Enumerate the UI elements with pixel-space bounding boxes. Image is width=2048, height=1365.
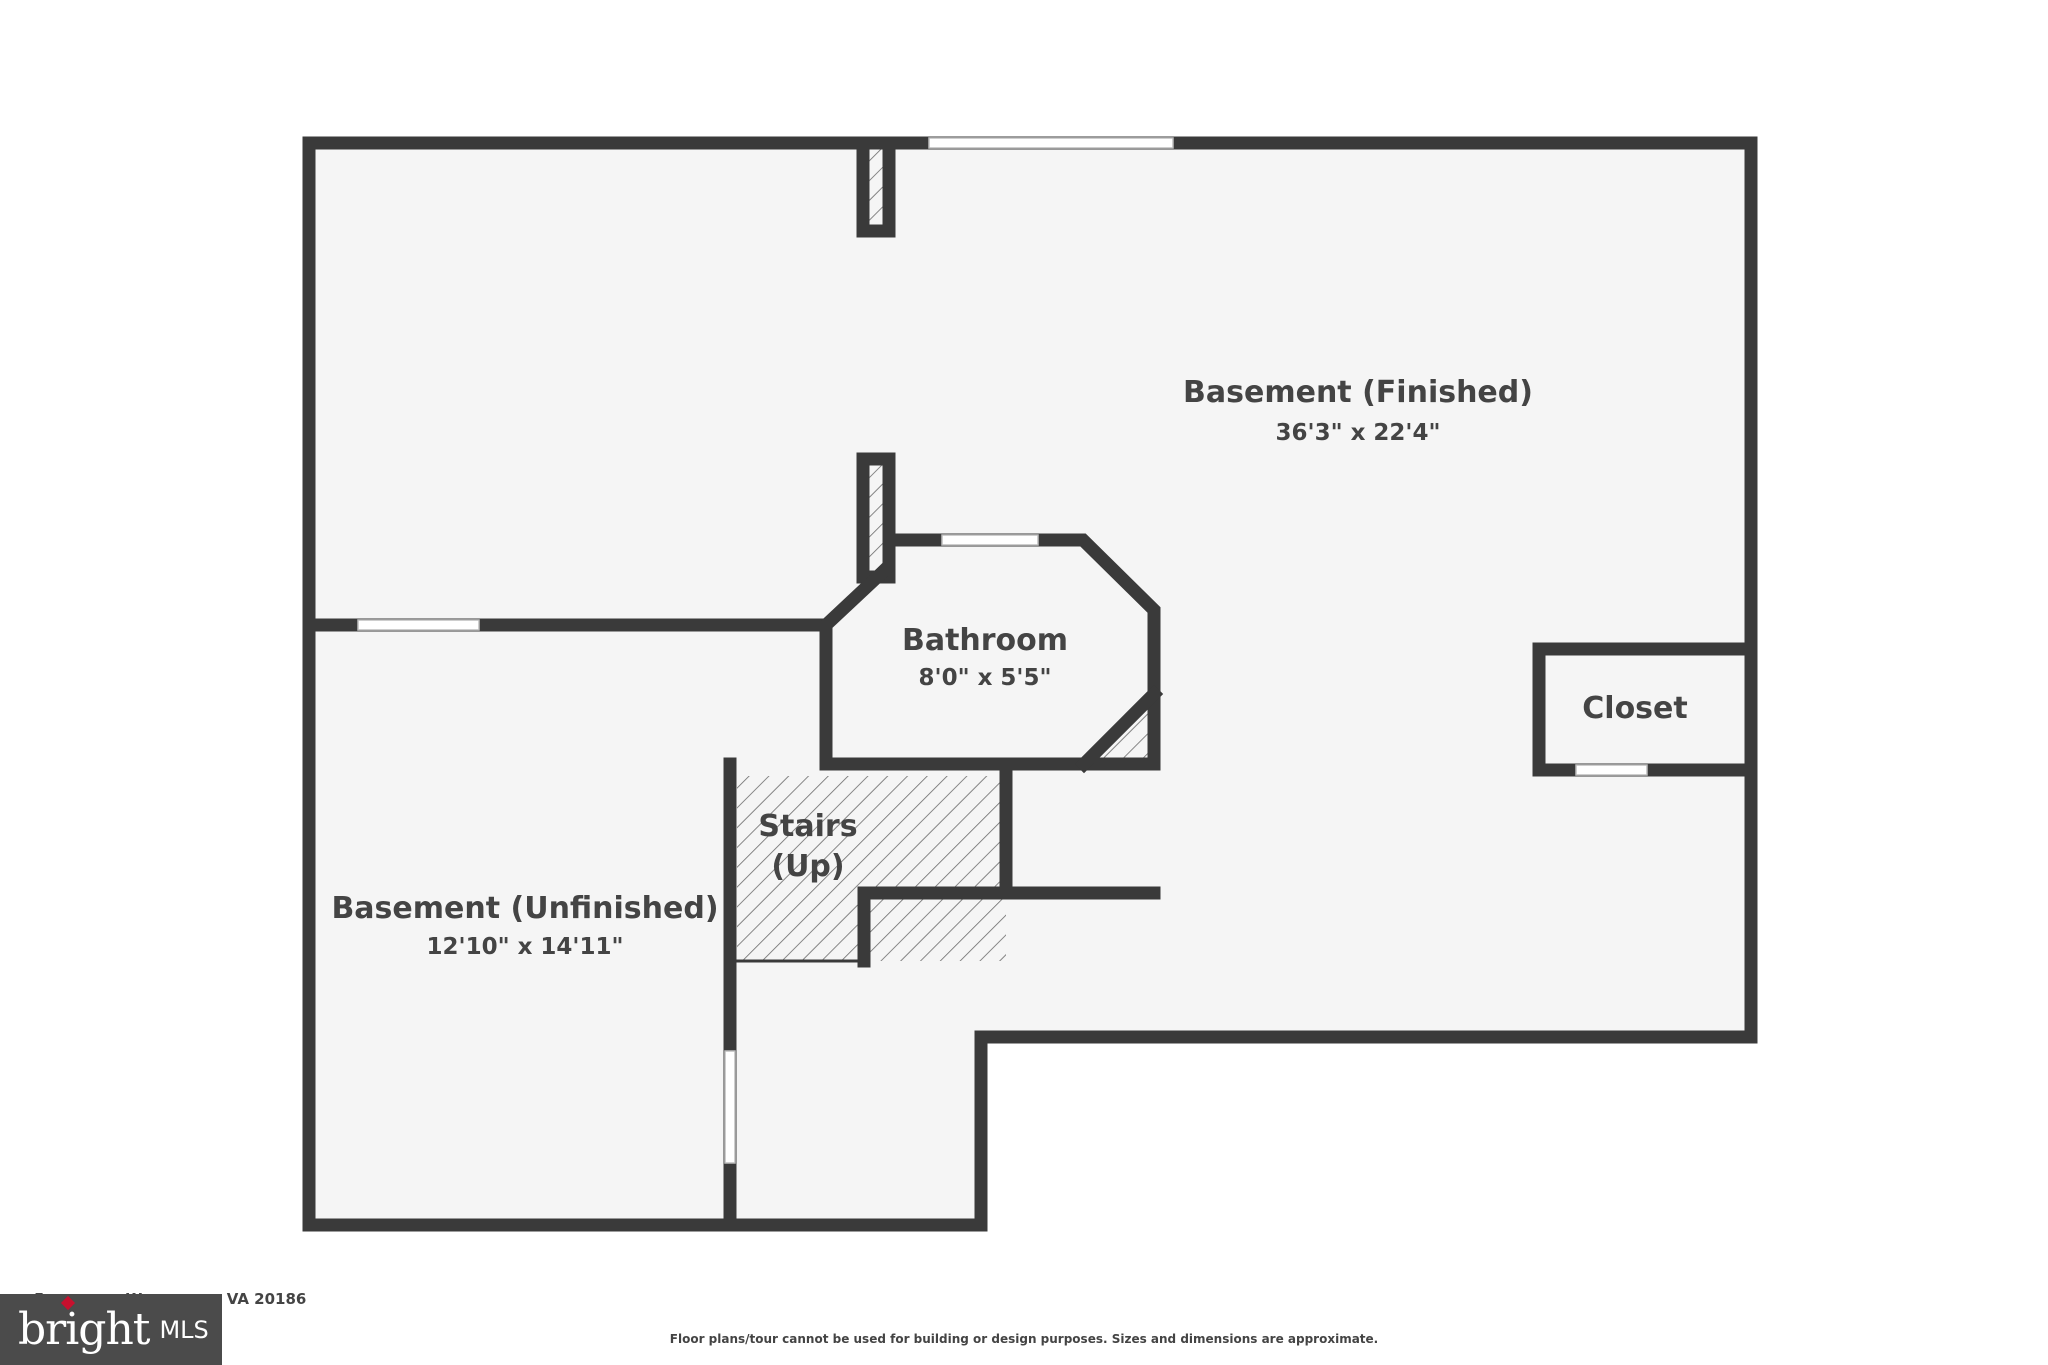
bathroom-corner-wall [1074, 684, 1164, 774]
stairs-landing-wall [857, 886, 1161, 968]
window-top [928, 137, 1174, 149]
floor-area [309, 143, 1751, 1225]
room-name-bathroom: Bathroom [902, 623, 1068, 658]
door-bathroom [941, 534, 1039, 546]
room-name-basement-unfinished: Basement (Unfinished) [331, 891, 718, 926]
logo-mls: MLS [159, 1315, 209, 1344]
room-name-closet: Closet [1582, 691, 1687, 726]
door-unfinished [357, 619, 480, 631]
column-top-hatch [867, 147, 885, 227]
room-name-stairs-line2: (Up) [771, 849, 844, 884]
openings [357, 137, 1648, 1164]
room-dim-basement-unfinished: 12'10" x 14'11" [427, 934, 624, 960]
column-mid-hatch [867, 463, 885, 571]
room-dim-bathroom: 8'0" x 5'5" [919, 665, 1052, 691]
column-top [856, 136, 896, 238]
door-closet [1575, 764, 1648, 776]
brand-logo: bright MLS [0, 1294, 222, 1365]
room-dim-basement-finished: 36'3" x 22'4" [1276, 420, 1441, 446]
door-stairs-left [724, 1050, 736, 1164]
stairs-hatch [737, 776, 1006, 961]
logo-word: bright [18, 1304, 150, 1355]
outer-wall [302, 136, 1758, 1232]
bathroom-wall [819, 533, 1161, 771]
room-name-basement-finished: Basement (Finished) [1183, 375, 1533, 410]
disclaimer: Floor plans/tour cannot be used for buil… [669, 1332, 1379, 1346]
room-name-stairs-line1: Stairs [758, 809, 857, 844]
